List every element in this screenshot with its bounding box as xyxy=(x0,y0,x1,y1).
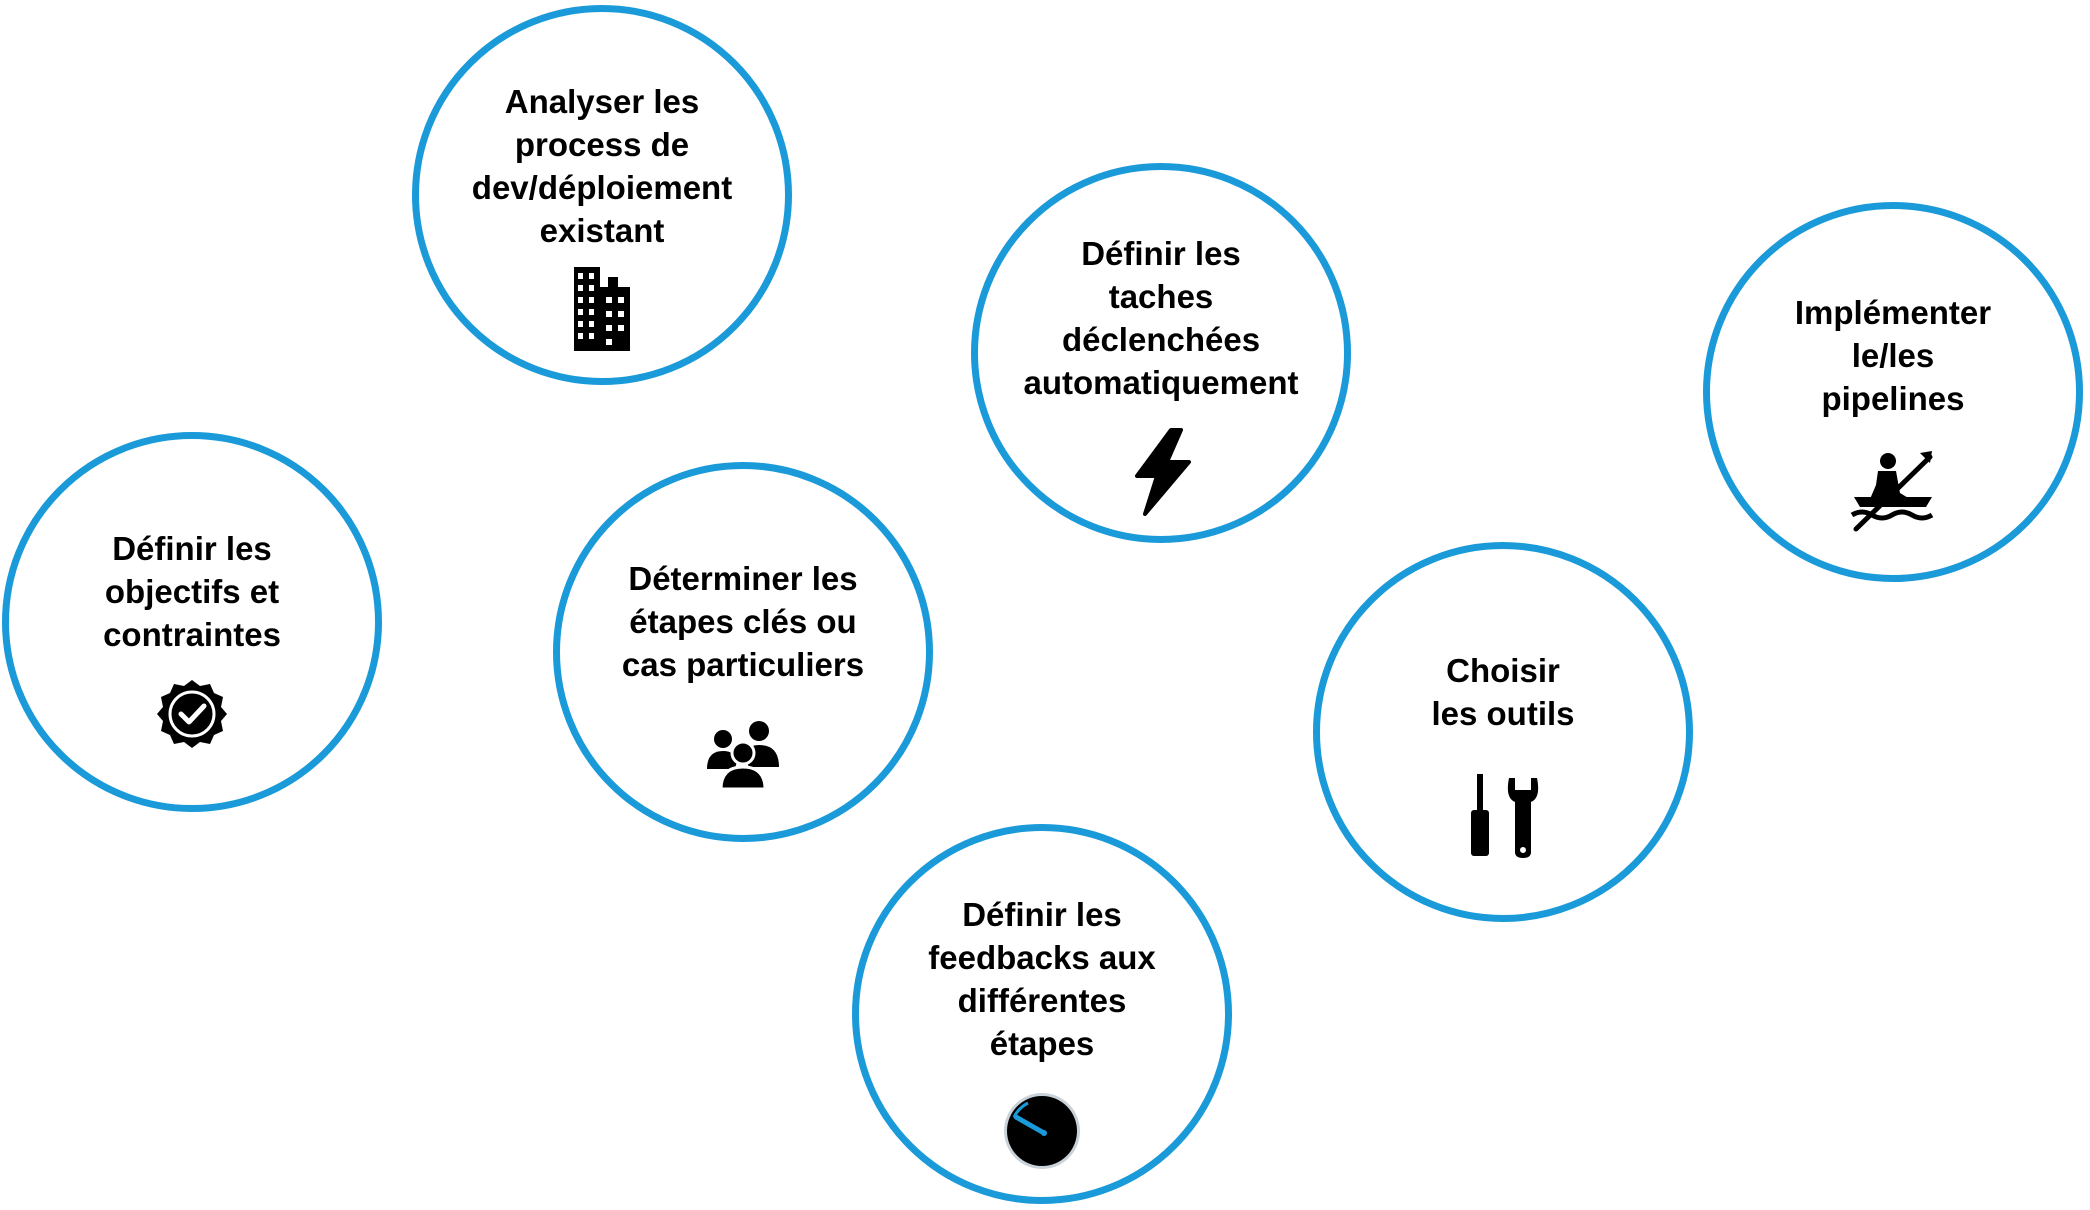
step-define-objectives: Définir les objectifs et contraintes xyxy=(2,432,382,812)
step-label: Analyser les process de dev/déploiement … xyxy=(471,83,733,249)
step-label: Définir les feedbacks aux différentes ét… xyxy=(928,896,1156,1062)
step-analyze-process: Analyser les process de dev/déploiement … xyxy=(412,5,792,385)
step-define-tasks: Définir les taches déclenchées automatiq… xyxy=(971,163,1351,543)
group-icon xyxy=(705,719,781,789)
step-label: Implémenter le/les pipelines xyxy=(1794,294,1992,417)
step-label: Choisir les outils xyxy=(1431,652,1575,732)
step-determine-key-steps: Déterminer les étapes clés ou cas partic… xyxy=(553,462,933,842)
gauge-icon xyxy=(1002,1091,1082,1171)
lightning-icon xyxy=(1127,428,1195,516)
badge-check-icon xyxy=(156,678,228,750)
step-label: Déterminer les étapes clés ou cas partic… xyxy=(621,560,865,683)
step-label: Définir les objectifs et contraintes xyxy=(103,530,281,653)
buildings-icon xyxy=(574,267,630,351)
step-implement-pipelines: Implémenter le/les pipelines xyxy=(1703,202,2083,582)
kayak-icon xyxy=(1850,449,1936,535)
step-define-feedbacks: Définir les feedbacks aux différentes ét… xyxy=(852,824,1232,1204)
step-label: Définir les taches déclenchées automatiq… xyxy=(1023,235,1299,401)
step-choose-tools: Choisir les outils xyxy=(1313,542,1693,922)
tools-icon xyxy=(1465,774,1541,858)
